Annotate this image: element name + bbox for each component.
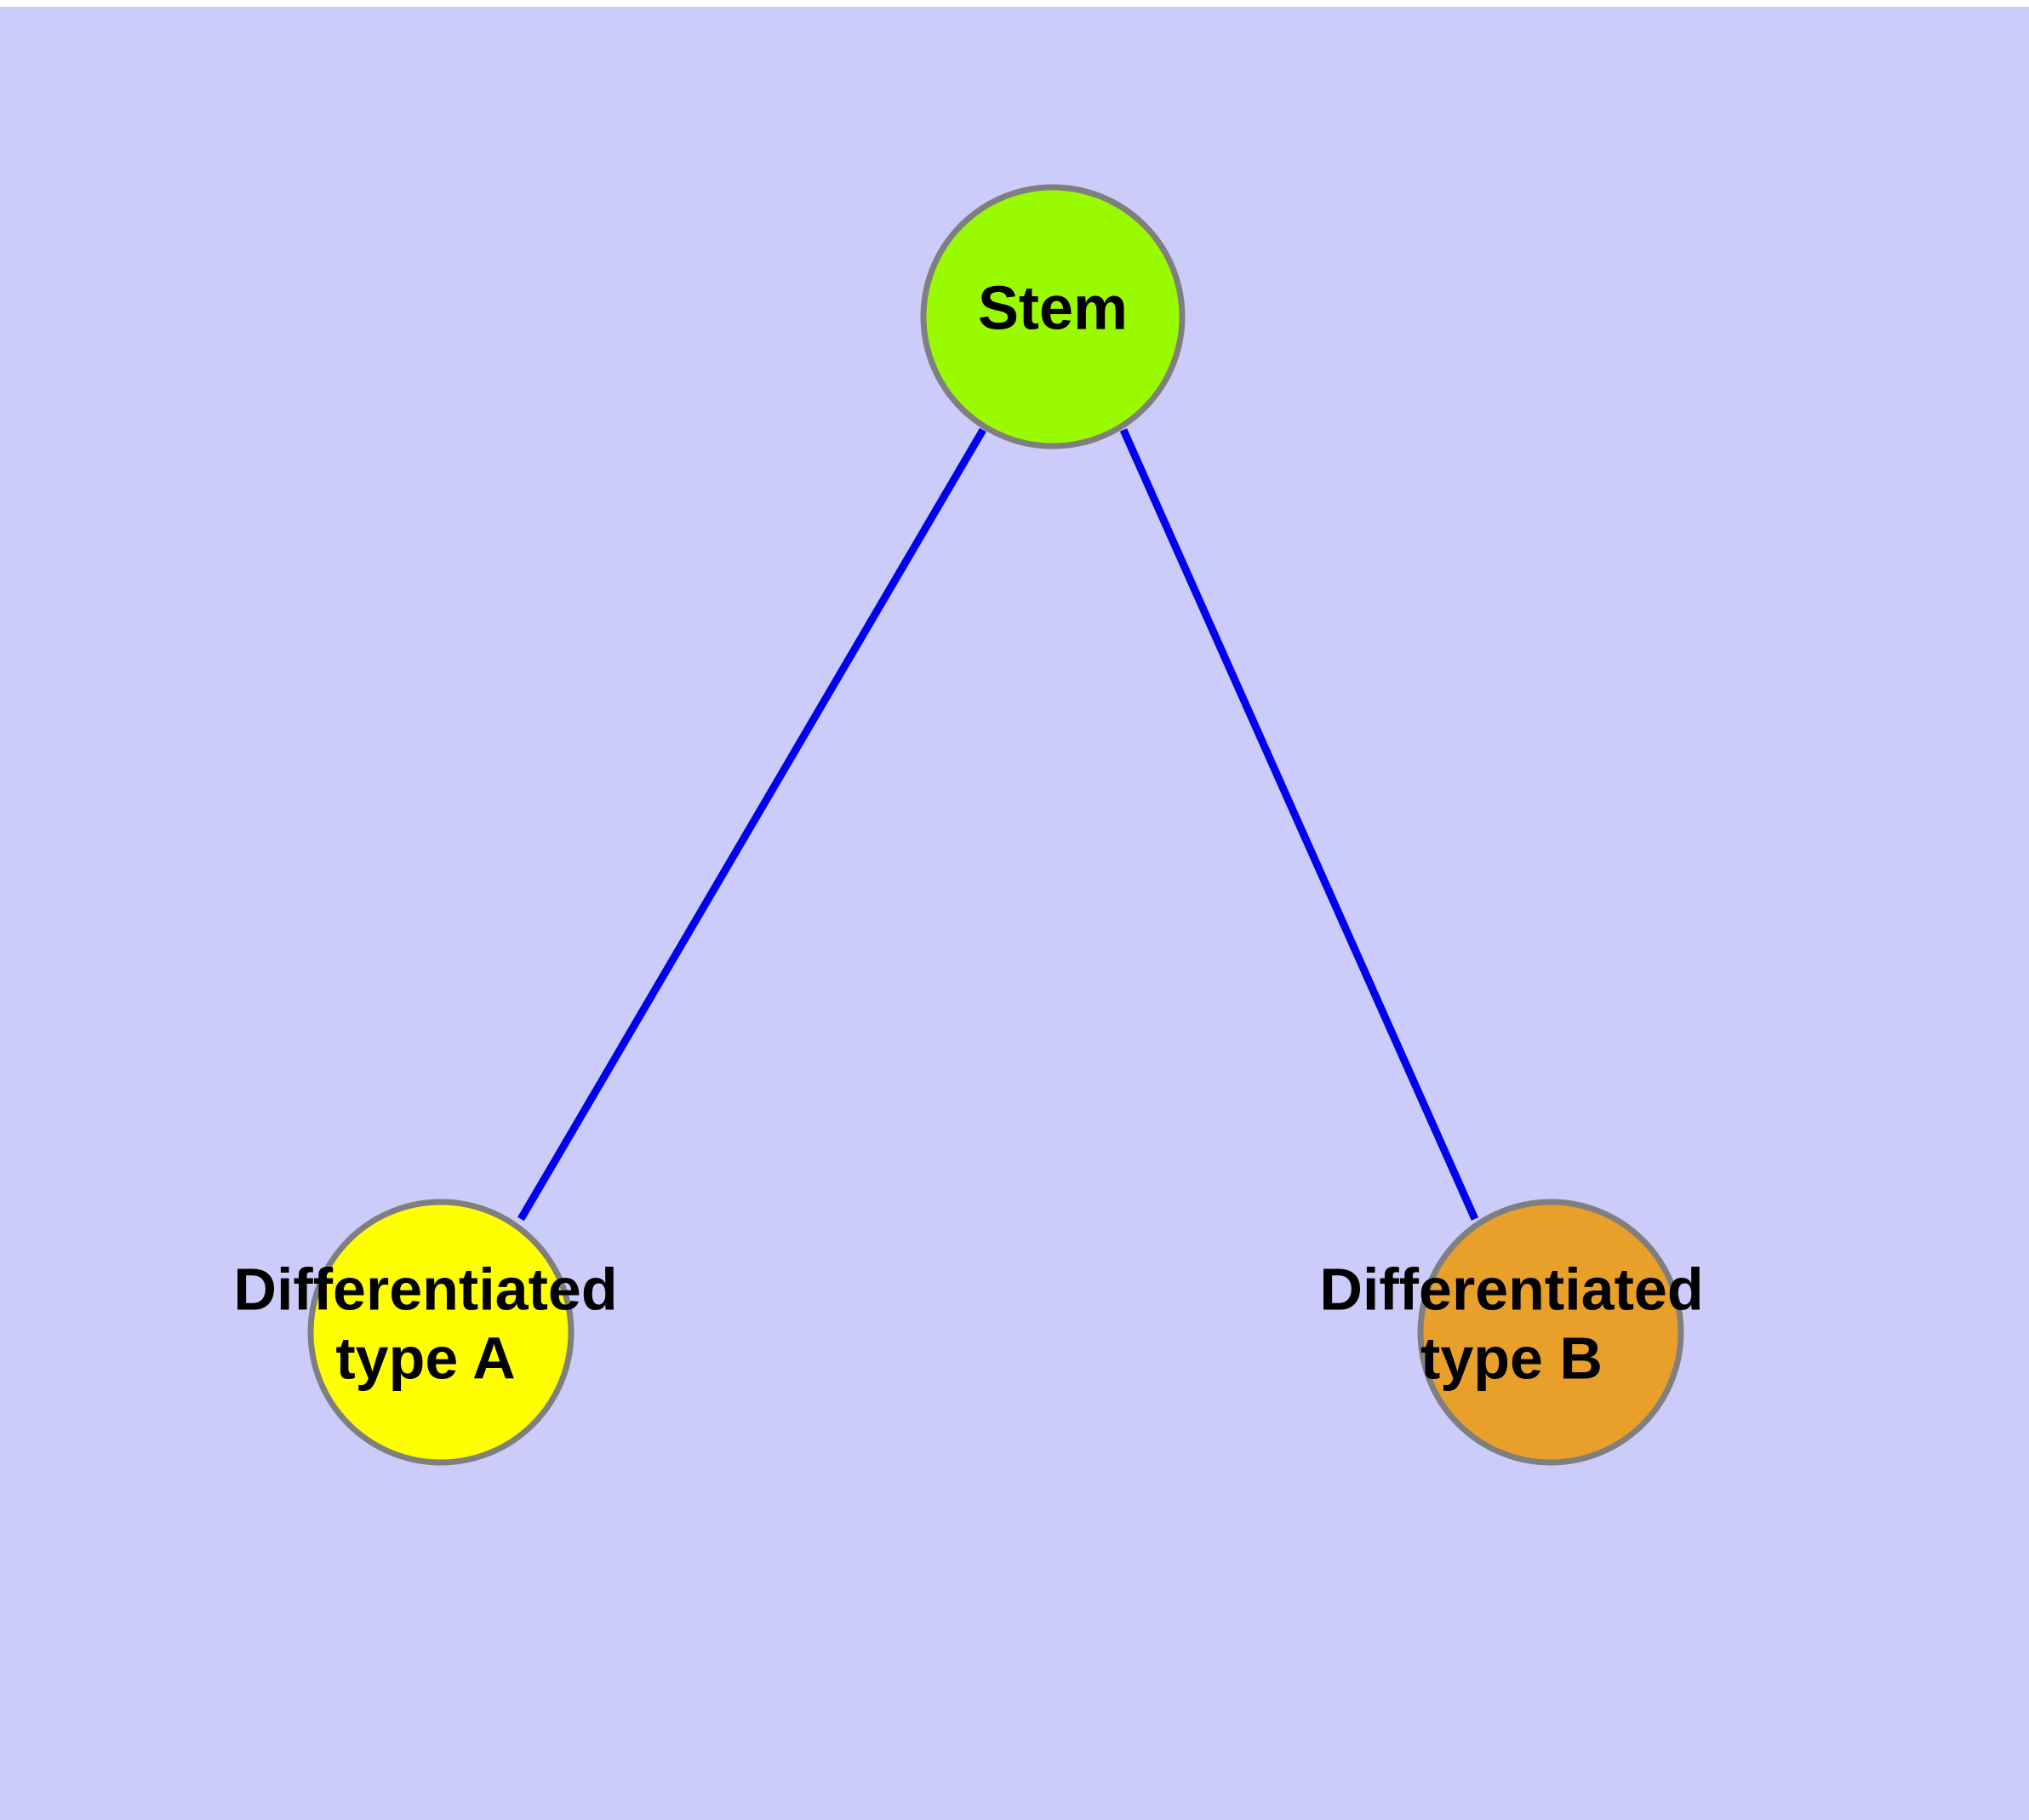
node-label-line-diff-b-0: Differentiated bbox=[1319, 1256, 1703, 1322]
node-label-line-diff-a-0: Differentiated bbox=[233, 1256, 617, 1322]
graph-node-diff-b[interactable] bbox=[1417, 1199, 1684, 1466]
node-label-line-diff-a-1: type A bbox=[335, 1325, 515, 1392]
node-label-line-stem-0: Stem bbox=[978, 274, 1128, 342]
node-circle-diff-b[interactable] bbox=[1417, 1199, 1684, 1466]
graph-node-diff-a[interactable] bbox=[307, 1199, 574, 1466]
graph-node-stem[interactable] bbox=[920, 184, 1186, 449]
edges-layer bbox=[517, 427, 1479, 1222]
node-circle-diff-a[interactable] bbox=[307, 1199, 574, 1466]
canvas-top-strip bbox=[0, 0, 2029, 7]
graph-edge-stem-to-diff-b[interactable] bbox=[1119, 428, 1479, 1221]
graph-edge-stem-to-diff-a[interactable] bbox=[517, 427, 986, 1222]
node-label-line-diff-b-1: type B bbox=[1420, 1325, 1603, 1392]
node-circle-stem[interactable] bbox=[920, 184, 1186, 449]
node-label-stem: Stem bbox=[978, 274, 1128, 342]
